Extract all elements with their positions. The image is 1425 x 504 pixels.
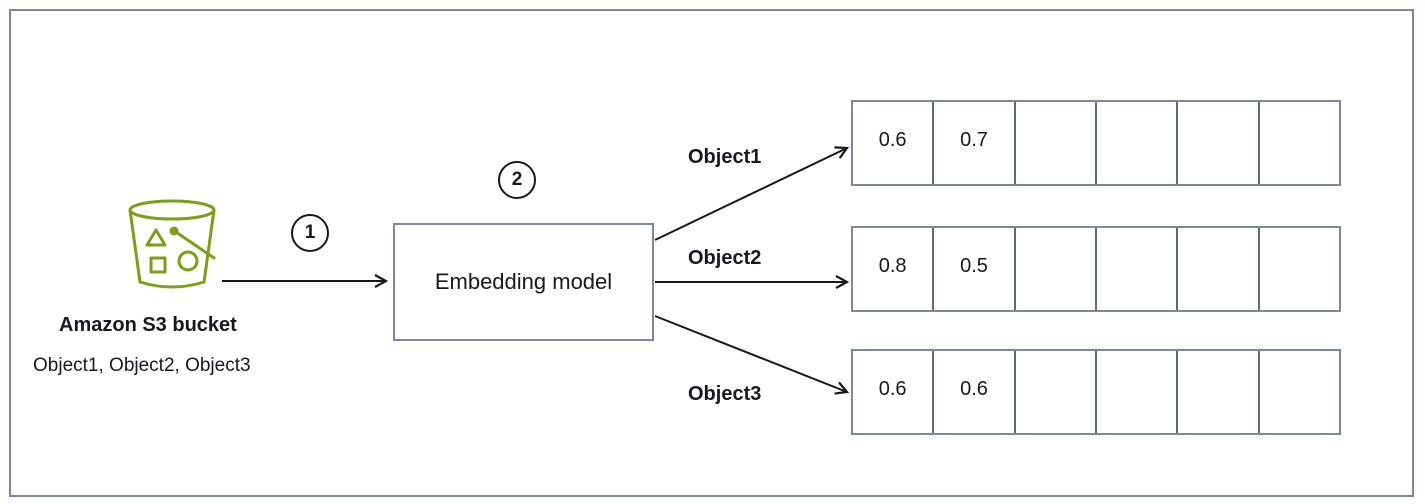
vector-label-object2: Object2	[688, 247, 762, 269]
vector-cell: 0.6	[853, 102, 935, 184]
source-title: Amazon S3 bucket	[59, 314, 237, 336]
vector-cell	[1260, 102, 1339, 184]
vector-cell: 0.8	[853, 228, 935, 310]
vector-cell: 0.5	[934, 228, 1016, 310]
vector-cell	[1097, 228, 1179, 310]
vector-object1: 0.6 0.7	[851, 100, 1341, 186]
vector-cell	[1016, 351, 1097, 433]
vector-object3: 0.6 0.6	[851, 349, 1341, 435]
vector-cell	[1097, 102, 1179, 184]
arrow-model-to-object3	[654, 315, 847, 392]
vector-cell: 0.6	[934, 351, 1016, 433]
step-2-badge: 2	[498, 161, 536, 199]
step-1-badge: 1	[291, 214, 329, 252]
vector-cell	[1178, 102, 1260, 184]
vector-cell	[1178, 228, 1260, 310]
embedding-model-box: Embedding model	[393, 223, 654, 341]
vector-cell	[1260, 351, 1339, 433]
vector-cell: 0.7	[934, 102, 1016, 184]
vector-object2: 0.8 0.5	[851, 226, 1341, 312]
vector-cell	[1178, 351, 1260, 433]
vector-cell	[1097, 351, 1179, 433]
vector-label-object3: Object3	[688, 383, 762, 405]
diagram-frame	[9, 9, 1414, 497]
vector-cell	[1016, 102, 1097, 184]
vector-cell: 0.6	[853, 351, 935, 433]
arrow-model-to-object1	[654, 148, 847, 241]
vector-cell	[1260, 228, 1339, 310]
vector-label-object1: Object1	[688, 146, 762, 168]
source-subtitle: Object1, Object2, Object3	[33, 355, 251, 376]
s3-bucket-icon	[128, 199, 216, 289]
model-label: Embedding model	[434, 269, 613, 294]
vector-cell	[1016, 228, 1097, 310]
